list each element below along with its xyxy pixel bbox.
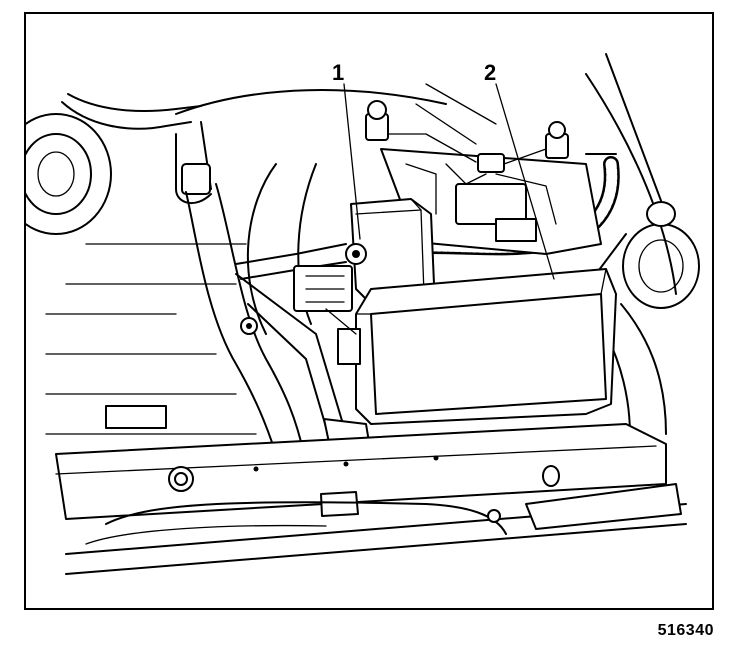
callout-leader-lines: [343, 83, 555, 280]
diagram-frame: 1 2: [24, 12, 714, 610]
front-grille: [65, 483, 687, 575]
radiator-support-crossmember: [55, 423, 667, 520]
item-2-fuse-block: [325, 268, 617, 425]
callout-1-label: 1: [332, 60, 344, 85]
figure-id: 516340: [657, 622, 714, 639]
coolant-hose: [61, 93, 305, 455]
callout-2-label: 2: [484, 60, 496, 85]
background-body-panels: [65, 53, 677, 335]
left-radiator-panels: [45, 313, 257, 435]
item-1-relay: [235, 198, 435, 312]
left-round-component: [26, 113, 112, 235]
upper-engine-brackets: [365, 100, 602, 255]
engine-compartment-illustration: 1 2: [26, 53, 700, 575]
